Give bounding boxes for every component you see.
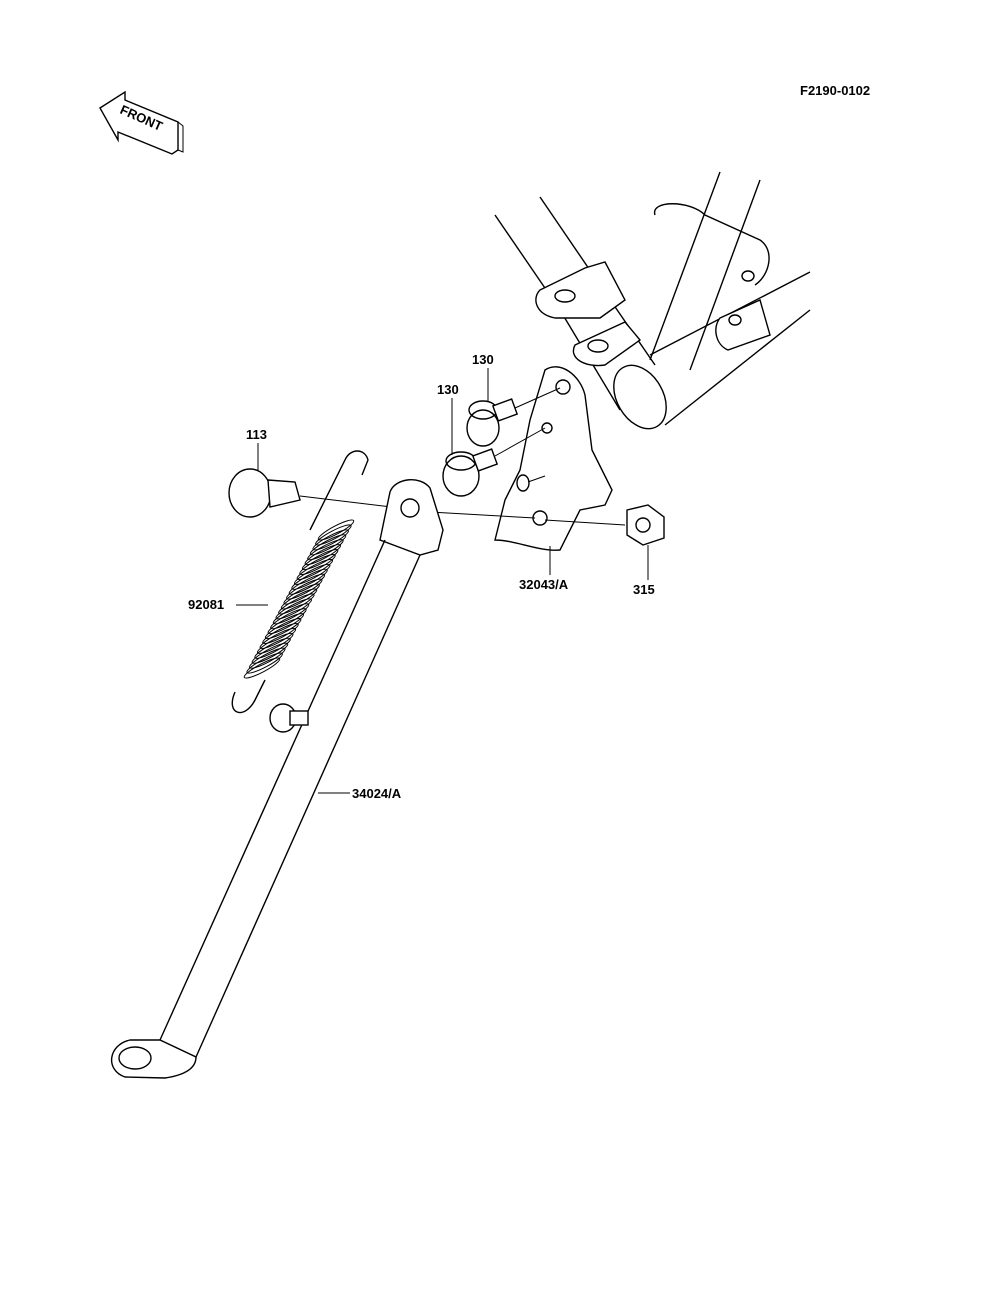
nut-315: [544, 504, 665, 546]
spring-coil: [280, 588, 318, 610]
label-130-upper: 130: [472, 352, 494, 367]
spring-coil: [291, 568, 328, 590]
spring-coil: [283, 583, 320, 605]
spring-coil: [264, 618, 302, 640]
spring-coil: [317, 519, 355, 541]
spring-coil: [315, 524, 352, 546]
pivot-bolt-113: [228, 468, 536, 519]
label-130-lower: 130: [437, 382, 459, 397]
spring-coil: [286, 578, 323, 600]
label-315: 315: [633, 582, 655, 597]
label-92081: 92081: [188, 597, 224, 612]
spring-coil: [309, 534, 347, 556]
spring-coil: [249, 647, 286, 669]
side-stand-34024A: [110, 479, 444, 1079]
spring-coil: [312, 529, 349, 551]
spring-coil: [307, 539, 344, 561]
spring-coil: [243, 657, 281, 679]
spring-coil: [251, 642, 289, 664]
stand-bracket: [494, 366, 613, 551]
bolt-130-upper: [466, 387, 561, 447]
bolt-130-lower: [442, 427, 546, 497]
spring-coil: [278, 593, 315, 615]
spring-coil: [254, 637, 291, 659]
frame-tubes: [494, 171, 811, 430]
spring-coil: [288, 573, 326, 595]
spring-coil: [299, 553, 336, 576]
label-34024A: 34024/A: [352, 786, 402, 801]
spring-coil: [256, 632, 294, 654]
spring-coil: [272, 603, 310, 625]
spring-92081: [231, 450, 369, 714]
spring-coil: [246, 652, 283, 674]
callouts: 130 130 113 92081 32043/A 315 34024/A: [188, 352, 655, 801]
spring-coil: [304, 544, 342, 566]
spring-coil: [293, 563, 331, 585]
spring-coil: [262, 622, 299, 645]
spring-coil: [267, 613, 305, 635]
spring-coil: [301, 549, 339, 571]
spring-coil: [275, 598, 312, 620]
spring-coil: [259, 627, 297, 649]
spring-coil: [296, 558, 334, 580]
label-113: 113: [246, 427, 267, 442]
spring-coil: [270, 608, 307, 630]
diagram-id: F2190-0102: [800, 83, 870, 98]
front-arrow-icon: FRONT: [99, 90, 184, 155]
label-32043A: 32043/A: [519, 577, 569, 592]
